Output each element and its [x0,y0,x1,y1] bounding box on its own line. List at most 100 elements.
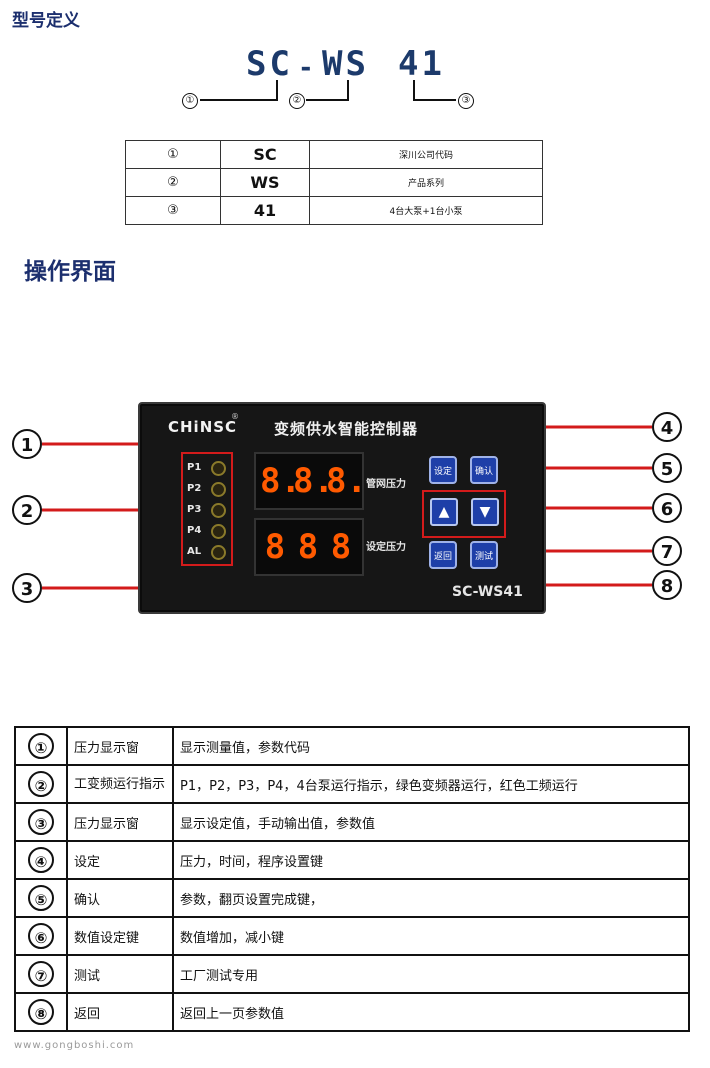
led-indicator-group [181,452,233,566]
row-desc: 工厂测试专用 [172,954,690,994]
led-al: AL [187,543,227,561]
callout-2: 2 [12,495,42,525]
led-label: AL [187,546,202,557]
heading-model-definition: 型号定义 [12,11,80,31]
table-row: ② WS 产品系列 [125,168,543,197]
row-number: ③ [28,809,54,835]
model-spec-table: ① SC 深川公司代码 ② WS 产品系列 ③ 41 4台大泵+1台小泵 [125,140,543,225]
display-digit: 8. [260,461,301,501]
row-desc: 显示设定值，手动输出值，参数值 [172,802,690,842]
callout-5: 5 [652,453,682,483]
row-desc: 参数，翻页设置完成键， [172,878,690,918]
set-pressure-display: 8 8 8 [254,518,364,576]
display-digit: 8 [297,527,319,567]
model-marker-3: ③ [458,93,474,109]
row-number: ⑤ [28,885,54,911]
table-row: ⑥ 数值设定键 数值增加，减小键 [14,916,690,956]
row-number: ① [28,733,54,759]
display-digit: 8. [293,461,334,501]
table-row: ③ 41 4台大泵+1台小泵 [125,196,543,225]
spec-code: SC [220,140,310,169]
led-lamp-icon [211,482,226,497]
table-row: ⑤ 确认 参数，翻页设置完成键， [14,878,690,918]
callout-4: 4 [652,412,682,442]
row-name: 工变频运行指示 [66,764,174,804]
value-keys-group [422,490,506,538]
led-lamp-icon [211,503,226,518]
table-row: ④ 设定 压力，时间，程序设置键 [14,840,690,880]
model-marker-1: ① [182,93,198,109]
spec-code: WS [220,168,310,197]
table-row: ③ 压力显示窗 显示设定值，手动输出值，参数值 [14,802,690,842]
led-p2: P2 [187,480,227,498]
set-button[interactable]: 设定 [429,456,457,484]
led-lamp-icon [211,461,226,476]
brand-logo: CHiNSC [168,418,238,436]
row-name: 确认 [66,878,174,918]
row-number: ⑦ [28,961,54,987]
callout-1: 1 [12,429,42,459]
down-arrow-button[interactable]: ▼ [471,498,499,526]
row-name: 压力显示窗 [66,802,174,842]
led-lamp-icon [211,524,226,539]
row-desc: P1，P2，P3，P4，4台泵运行指示，绿色变频器运行，红色工频运行 [172,764,690,804]
row-name: 数值设定键 [66,916,174,956]
display-digit: 8. [326,461,367,501]
row-name: 设定 [66,840,174,880]
table-row: ② 工变频运行指示 P1，P2，P3，P4，4台泵运行指示，绿色变频器运行，红色… [14,764,690,804]
callout-6: 6 [652,493,682,523]
caption-pipe-pressure: 管网压力 [366,479,406,490]
panel-title: 变频供水智能控制器 [274,420,419,438]
led-label: P2 [187,483,202,494]
led-p1: P1 [187,459,227,477]
spec-num: ③ [125,196,221,225]
function-description-table: ① 压力显示窗 显示测量值，参数代码 ② 工变频运行指示 P1，P2，P3，P4… [14,726,690,1032]
led-label: P4 [187,525,202,536]
confirm-button[interactable]: 确认 [470,456,498,484]
row-number: ④ [28,847,54,873]
model-seg-ws: WS [322,44,369,84]
row-desc: 返回上一页参数值 [172,992,690,1032]
model-seg-sc: SC [246,44,293,84]
row-name: 返回 [66,992,174,1032]
caption-set-pressure: 设定压力 [366,542,406,553]
row-number: ⑧ [28,999,54,1025]
row-name: 压力显示窗 [66,726,174,766]
table-row: ⑧ 返回 返回上一页参数值 [14,992,690,1032]
spec-desc: 4台大泵+1台小泵 [309,196,543,225]
spec-desc: 深川公司代码 [309,140,543,169]
callout-7: 7 [652,536,682,566]
table-row: ① SC 深川公司代码 [125,140,543,169]
spec-num: ② [125,168,221,197]
callout-3: 3 [12,573,42,603]
model-seg-41: 41 [398,44,445,84]
watermark: www.gongboshi.com [14,1040,135,1051]
up-arrow-button[interactable]: ▲ [430,498,458,526]
row-name: 测试 [66,954,174,994]
display-digit: 8 [264,527,286,567]
row-desc: 数值增加，减小键 [172,916,690,956]
row-number: ⑥ [28,923,54,949]
row-desc: 显示测量值，参数代码 [172,726,690,766]
led-label: P3 [187,504,202,515]
led-p4: P4 [187,522,227,540]
callout-8: 8 [652,570,682,600]
panel-model-label: SC-WS41 [452,584,523,600]
model-marker-2: ② [289,93,305,109]
table-row: ① 压力显示窗 显示测量值，参数代码 [14,726,690,766]
row-desc: 压力，时间，程序设置键 [172,840,690,880]
led-lamp-icon [211,545,226,560]
table-row: ⑦ 测试 工厂测试专用 [14,954,690,994]
back-button[interactable]: 返回 [429,541,457,569]
heading-operation-interface: 操作界面 [24,259,116,285]
spec-num: ① [125,140,221,169]
spec-desc: 产品系列 [309,168,543,197]
model-leader-lines [200,80,456,101]
test-button[interactable]: 测试 [470,541,498,569]
led-label: P1 [187,462,202,473]
spec-code: 41 [220,196,310,225]
model-dash: - [298,53,317,83]
pipe-pressure-display: 8. 8. 8. [254,452,367,510]
registered-mark: ® [231,412,239,421]
led-p3: P3 [187,501,227,519]
